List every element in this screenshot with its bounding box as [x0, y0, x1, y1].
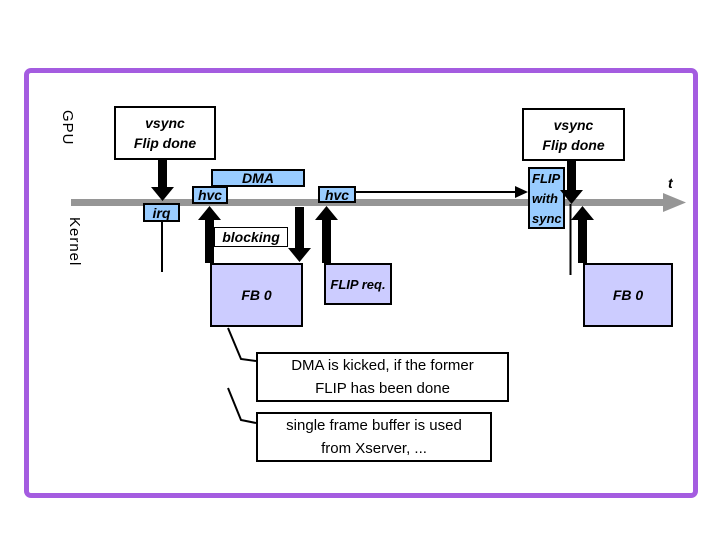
hvc-box-1: hvc	[192, 186, 228, 204]
single-framebuffer-callout: single frame buffer is used from Xserver…	[256, 412, 492, 462]
fb0-box-right: FB 0	[583, 263, 673, 327]
callout-line: from Xserver, ...	[321, 440, 427, 457]
vsync-flip-done-box-right: vsync Flip done	[522, 108, 625, 161]
callout-line: single frame buffer is used	[286, 417, 462, 434]
vsync-flip-done-box-left: vsync Flip done	[114, 106, 216, 160]
hvc-box-2: hvc	[318, 186, 356, 203]
with-label: with	[532, 191, 558, 206]
callout-line: FLIP has been done	[315, 380, 450, 397]
dma-kicked-callout: DMA is kicked, if the former FLIP has be…	[256, 352, 509, 402]
vsync-label: vsync	[553, 116, 594, 133]
vsync-label: vsync	[145, 115, 185, 131]
sync-label: sync	[532, 211, 562, 226]
flip-with-sync-box: FLIP with sync	[528, 167, 565, 229]
fb0-box-left: FB 0	[210, 263, 303, 327]
dma-box: DMA	[211, 169, 305, 187]
kernel-axis-label: Kernel	[66, 217, 83, 267]
flip-done-label: Flip done	[133, 135, 197, 151]
callout-line: DMA is kicked, if the former	[291, 357, 474, 374]
irq-box: irq	[143, 203, 180, 222]
flip-req-box: FLIP req.	[324, 263, 392, 305]
blocking-box: blocking	[214, 227, 288, 247]
time-axis-label: t	[668, 175, 673, 191]
flip-label: FLIP	[532, 171, 561, 186]
flip-done-label: Flip done	[542, 136, 605, 153]
gpu-axis-label: GPU	[59, 110, 76, 146]
